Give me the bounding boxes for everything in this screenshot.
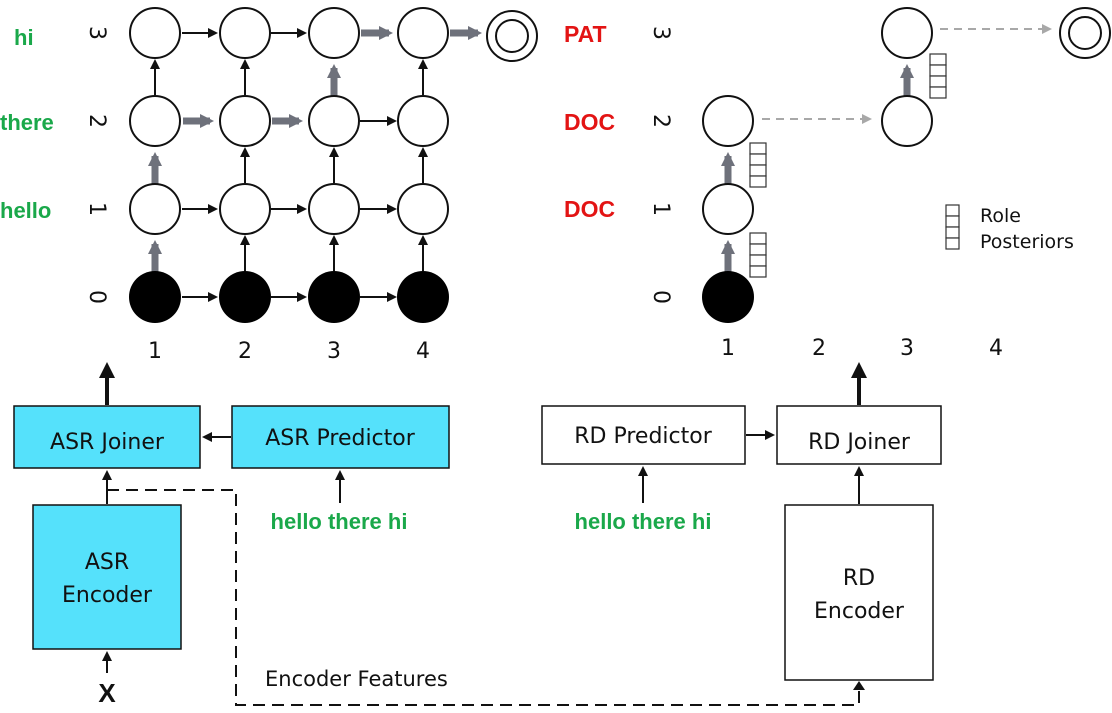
encoder-features-label: Encoder Features (265, 667, 448, 691)
rd-joiner-label: RD Joiner (808, 430, 911, 455)
lattice-row-label-there: there (0, 110, 54, 135)
x-tick-1: 1 (148, 339, 162, 364)
asr-predictor-box (231, 405, 450, 469)
rd-y-tick-0: 0 (648, 290, 673, 304)
rd-pipeline: RD Predictor RD Joiner RD Encoder hello … (541, 362, 942, 681)
rd-lattice-nodes (702, 7, 933, 235)
role-label-doc-2: DOC (564, 109, 615, 135)
y-tick-3: 3 (84, 26, 109, 40)
rd-final-node (1059, 7, 1111, 59)
lattice-edges-horizontal (182, 28, 397, 302)
asr-encoder-label-1: ASR (85, 550, 129, 575)
lattice-final-node (486, 10, 538, 62)
rd-joiner-box (776, 405, 942, 465)
asr-joiner-box (13, 405, 201, 469)
rd-lattice: PAT DOC DOC 3 2 1 0 1 2 3 4 (564, 7, 1111, 361)
input-x-symbol: X (98, 678, 116, 708)
legend-label-role: Role (980, 205, 1021, 227)
rd-predictor-input-text: hello there hi (575, 509, 712, 534)
rd-x-tick-3: 3 (900, 336, 914, 361)
asr-lattice: hi there hello 3 2 1 0 1 2 3 4 (0, 7, 538, 364)
lattice-row-label-hello: hello (0, 198, 51, 223)
rd-predictor-label: RD Predictor (574, 424, 712, 449)
role-label-doc-1: DOC (564, 196, 615, 222)
lattice-edges-vertical (150, 59, 428, 271)
rd-encoder-box (784, 504, 934, 681)
role-posterior-bars (749, 53, 947, 278)
rd-x-tick-2: 2 (812, 336, 826, 361)
lattice-best-path (148, 26, 482, 272)
y-tick-2: 2 (84, 114, 109, 128)
legend-label-posteriors: Posteriors (980, 231, 1074, 253)
rd-encoder-label-2: Encoder (814, 599, 905, 624)
rd-skip-edges (762, 24, 1052, 124)
rd-start-node (702, 271, 754, 323)
asr-predictor-label: ASR Predictor (265, 426, 416, 451)
role-posteriors-legend: Role Posteriors (945, 204, 1074, 253)
asr-arrows (99, 362, 345, 673)
lattice-nodes (129, 7, 449, 235)
rd-x-tick-1: 1 (721, 336, 735, 361)
rd-x-tick-4: 4 (989, 336, 1003, 361)
x-tick-4: 4 (416, 339, 430, 364)
y-tick-0: 0 (84, 290, 109, 304)
lattice-start-nodes (129, 271, 449, 323)
encoder-features-connection: Encoder Features (107, 489, 865, 706)
rd-best-path (721, 64, 914, 272)
rd-predictor-box (541, 405, 746, 465)
rd-encoder-label-1: RD (843, 566, 875, 591)
asr-pipeline: ASR Joiner ASR Predictor ASR Encoder hel… (13, 362, 450, 708)
asr-encoder-box (32, 504, 182, 650)
y-tick-1: 1 (84, 202, 109, 216)
rd-y-tick-2: 2 (648, 114, 673, 128)
rd-y-tick-3: 3 (648, 26, 673, 40)
x-tick-3: 3 (327, 339, 341, 364)
asr-joiner-label: ASR Joiner (50, 430, 165, 455)
asr-predictor-input-text: hello there hi (271, 509, 408, 534)
role-label-pat: PAT (564, 21, 607, 47)
asr-encoder-label-2: Encoder (62, 583, 153, 608)
x-tick-2: 2 (238, 339, 252, 364)
lattice-row-label-hi: hi (14, 25, 34, 50)
rd-y-tick-1: 1 (648, 202, 673, 216)
rd-arrows (638, 362, 867, 504)
